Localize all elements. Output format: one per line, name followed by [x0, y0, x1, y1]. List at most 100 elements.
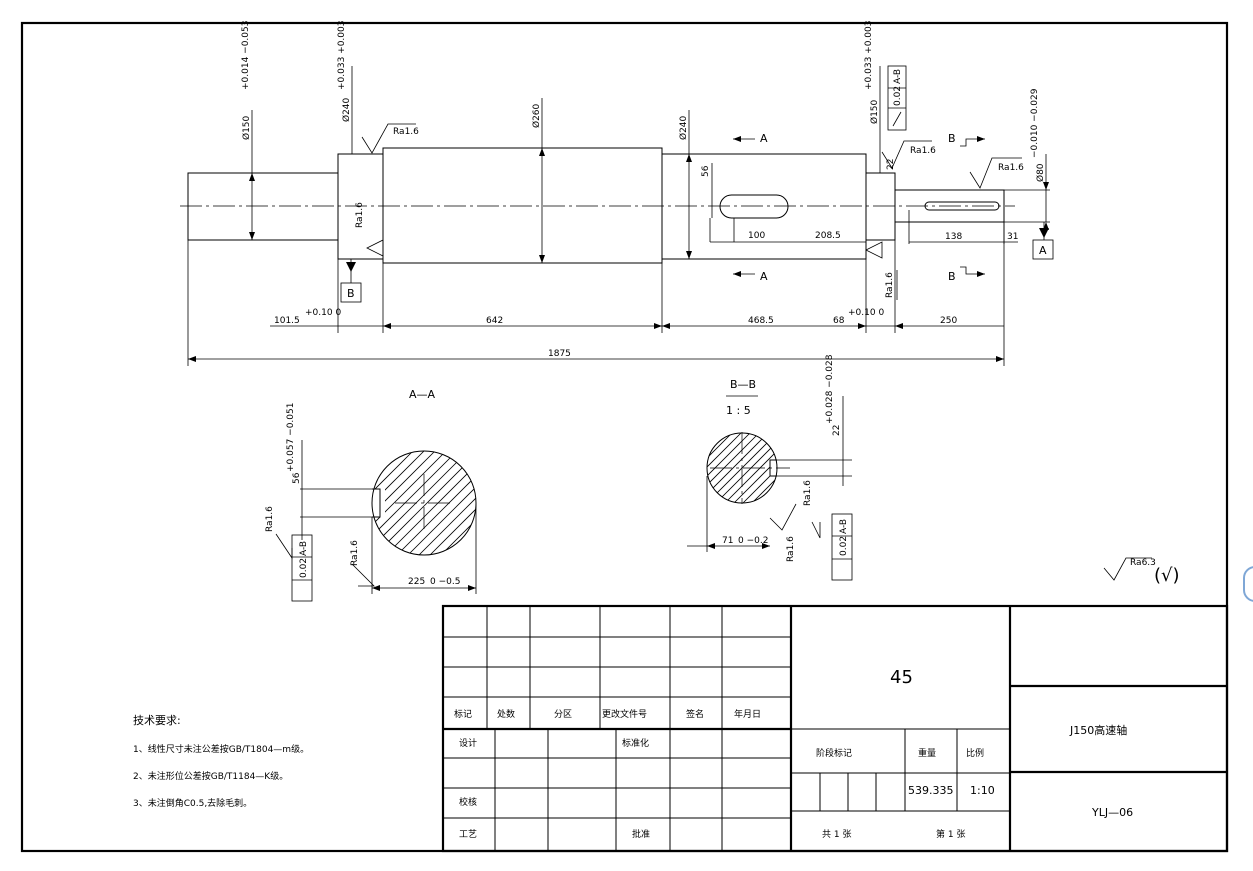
roughness-symbol — [361, 123, 416, 154]
tb-header-date: 年月日 — [734, 708, 761, 720]
runout-frame — [887, 65, 907, 131]
dim-101-tol: +0.10 0 — [305, 308, 341, 318]
tb-standardization: 标准化 — [622, 737, 649, 749]
roughness-r6: Ra1.6 — [265, 506, 275, 532]
roughness-r3: Ra1.6 — [910, 146, 936, 156]
tb-mass: 539.335 — [908, 784, 954, 797]
dim-d150-right-tol: +0.033 +0.003 — [864, 21, 874, 90]
datum-a-label: A — [1039, 244, 1047, 257]
dim-d150-tol: +0.014 −0.053 — [241, 21, 251, 90]
tb-part-name: J150高速轴 — [1069, 723, 1127, 737]
tb-approve: 批准 — [632, 828, 650, 840]
section-a-marker-top: A — [760, 132, 768, 145]
datum-a-box — [1032, 239, 1054, 260]
sec-b-key-tol: +0.028 −0.028 — [825, 354, 835, 424]
keyway-b — [924, 201, 1000, 211]
tb-scale-label: 比例 — [966, 747, 984, 759]
general-roughness: Ra6.3 — [1130, 558, 1156, 568]
dim-31: 31 — [1007, 232, 1018, 242]
drawing-frame — [20, 21, 1229, 853]
general-roughness-paren: (√) — [1154, 565, 1180, 586]
tb-mass-label: 重量 — [918, 747, 936, 759]
general-roughness-symbol — [1103, 557, 1152, 581]
dim-101: 101.5 — [274, 316, 300, 326]
roughness-r7: Ra1.6 — [350, 540, 360, 566]
section-bb — [687, 396, 853, 581]
dim-key-width: 56 — [701, 165, 711, 177]
tb-stage-mark: 阶段标记 — [816, 747, 852, 759]
roughness-r9: Ra1.6 — [803, 480, 813, 506]
dim-642: 642 — [486, 316, 503, 326]
tb-header-mark: 标记 — [454, 708, 472, 720]
title-block — [441, 604, 1229, 853]
tb-material: 45 — [890, 667, 913, 688]
dim-d260: Ø260 — [531, 103, 542, 128]
dim-68-tol: +0.10 0 — [848, 308, 884, 318]
dim-d150-right: Ø150 — [869, 99, 880, 124]
roughness-r2: Ra1.6 — [355, 202, 365, 228]
section-bb-title: B—B — [730, 378, 756, 391]
sec-a-key-tol: +0.057 −0.051 — [286, 403, 296, 472]
note-2: 2、未注形位公差按GB/T1184—K级。 — [133, 770, 288, 782]
left-journal — [187, 172, 339, 241]
dim-d240-right: Ø240 — [678, 115, 689, 140]
side-panel-handle[interactable] — [1243, 566, 1253, 602]
note-1: 1、线性尺寸未注公差按GB/T1804—m级。 — [133, 743, 309, 755]
main-body — [382, 147, 663, 264]
tb-scale: 1:10 — [970, 784, 995, 797]
dim-d80-tol: −0.010 −0.029 — [1030, 88, 1040, 158]
section-aa-title: A—A — [409, 388, 436, 401]
dim-d240-left: Ø240 — [341, 97, 352, 122]
dim-468: 468.5 — [748, 316, 774, 326]
dim-68: 68 — [833, 316, 845, 326]
tb-header-zone: 分区 — [554, 709, 572, 720]
runout-value: 0.02 — [893, 86, 903, 106]
tb-sheet-no: 第 1 张 — [936, 828, 965, 840]
roughness-r8: Ra1.6 — [786, 536, 796, 562]
sym-b-value: 0.02 — [839, 536, 849, 556]
sec-a-depth: 225 — [408, 577, 425, 587]
section-bb-scale: 1 : 5 — [726, 404, 751, 417]
datum-b-box — [340, 282, 362, 303]
dim-d150: Ø150 — [241, 115, 252, 140]
section-b-marker-bottom: B — [948, 270, 956, 283]
sym-a-ref: A-B — [299, 541, 309, 556]
dim-138: 138 — [945, 232, 962, 242]
dim-22: 22 — [886, 159, 896, 170]
dim-key-pos: 208.5 — [815, 231, 841, 241]
dim-d240-left-tol: +0.033 +0.003 — [337, 21, 347, 90]
sec-a-key: 56 — [292, 472, 302, 484]
note-3: 3、未注倒角C0.5,去除毛刺。 — [133, 797, 252, 809]
tb-process: 工艺 — [459, 829, 477, 840]
sec-b-key: 22 — [832, 425, 842, 436]
dim-d80: Ø80 — [1035, 163, 1046, 182]
roughness-r5: Ra1.6 — [998, 163, 1024, 173]
tb-check: 校核 — [459, 796, 477, 808]
runout-ref: A-B — [893, 69, 903, 84]
sec-a-depth-tol: 0 −0.5 — [430, 577, 460, 587]
tb-header-count: 处数 — [497, 708, 515, 720]
tb-header-change-doc: 更改文件号 — [602, 708, 647, 720]
shaft-main-view — [180, 65, 1054, 366]
tb-design: 设计 — [459, 737, 477, 749]
dim-250: 250 — [940, 316, 957, 326]
sym-a-value: 0.02 — [299, 558, 309, 578]
section-b-marker-top: B — [948, 132, 956, 145]
sym-b-ref: A-B — [839, 519, 849, 534]
tb-header-signature: 签名 — [686, 708, 704, 720]
dim-1875: 1875 — [548, 349, 571, 359]
right-section — [661, 153, 867, 260]
datum-b-label: B — [347, 287, 355, 300]
sec-b-depth-tol: 0 −0.2 — [738, 536, 768, 546]
roughness-r1: Ra1.6 — [393, 127, 419, 137]
shaft-end — [894, 189, 1005, 223]
right-journal — [865, 172, 896, 241]
notes-title: 技术要求: — [133, 714, 181, 727]
keyway-a — [719, 194, 789, 219]
section-a-marker-bottom: A — [760, 270, 768, 283]
roughness-r4: Ra1.6 — [885, 272, 895, 298]
dim-key-len: 100 — [748, 231, 765, 241]
tb-sheets-total: 共 1 张 — [822, 829, 851, 840]
tb-drawing-no: YLJ—06 — [1091, 806, 1133, 819]
